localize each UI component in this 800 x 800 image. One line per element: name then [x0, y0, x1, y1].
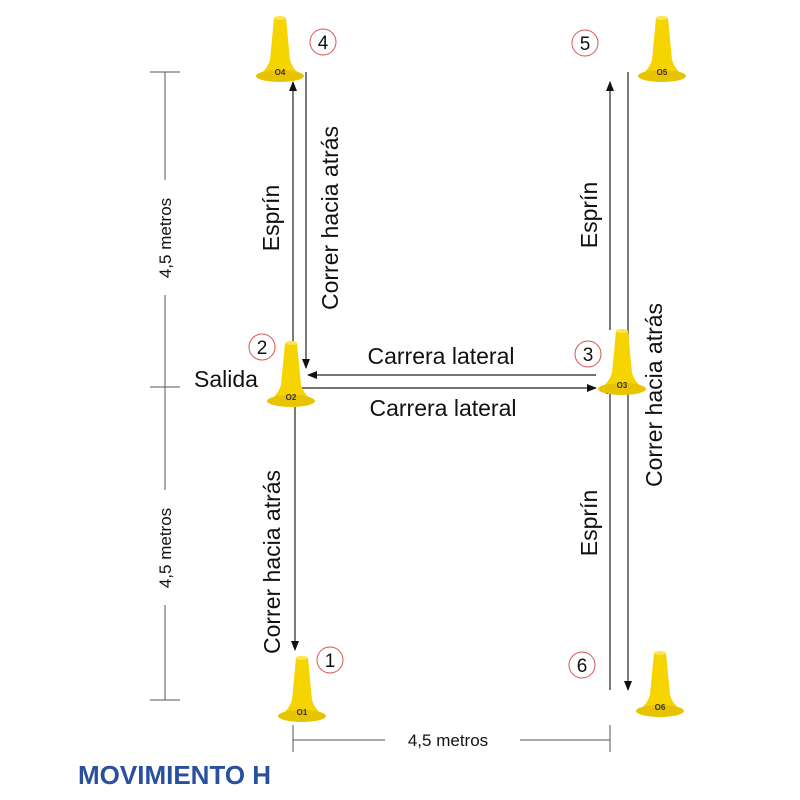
label-back-5-6: Correr hacia atrás	[641, 303, 667, 487]
svg-text:6: 6	[577, 656, 588, 677]
label-sprint-6-3: Esprín	[576, 490, 602, 556]
dimension-label: 4,5 metros	[408, 731, 488, 750]
svg-text:O3: O3	[617, 381, 628, 390]
dimension-label: 4,5 metros	[156, 198, 175, 278]
svg-text:O5: O5	[657, 68, 668, 77]
svg-text:1: 1	[325, 651, 336, 672]
svg-text:2: 2	[257, 338, 268, 359]
svg-text:3: 3	[583, 345, 594, 366]
label-lateral-3-2: Carrera lateral	[368, 343, 515, 369]
diagram-title: MOVIMIENTO H	[78, 760, 271, 790]
start-label: Salida	[194, 366, 258, 392]
cone-number-4: 4	[309, 28, 337, 56]
svg-text:O6: O6	[655, 703, 666, 712]
svg-text:5: 5	[580, 34, 591, 55]
label-back-2-1: Correr hacia atrás	[259, 470, 285, 654]
cone-6: O6	[636, 651, 684, 717]
cone-number-6: 6	[568, 651, 596, 679]
svg-text:O4: O4	[275, 68, 286, 77]
label-sprint-3-5: Esprín	[576, 182, 602, 248]
svg-text:O1: O1	[297, 708, 308, 717]
svg-text:4: 4	[318, 33, 329, 54]
dimension-bottom: 4,5 metros	[292, 725, 611, 752]
dimension-label: 4,5 metros	[156, 508, 175, 588]
label-back-4-2: Correr hacia atrás	[317, 126, 343, 310]
cone-3: O3	[598, 329, 646, 395]
cone-number-2: 2	[248, 333, 276, 361]
label-sprint-2-4: Esprín	[258, 185, 284, 251]
label-lateral-2-3: Carrera lateral	[370, 395, 517, 421]
svg-text:O2: O2	[286, 393, 297, 402]
cone-number-3: 3	[574, 340, 602, 368]
cone-2: O2	[267, 341, 315, 407]
cone-5: O5	[638, 16, 686, 82]
cone-number-5: 5	[571, 29, 599, 57]
dimension-left-bottom: 4,5 metros	[150, 386, 180, 701]
cone-number-1: 1	[316, 646, 344, 674]
cone-4: O4	[256, 16, 304, 82]
cone-1: O1	[278, 656, 326, 722]
dimension-left-top: 4,5 metros	[150, 71, 180, 387]
